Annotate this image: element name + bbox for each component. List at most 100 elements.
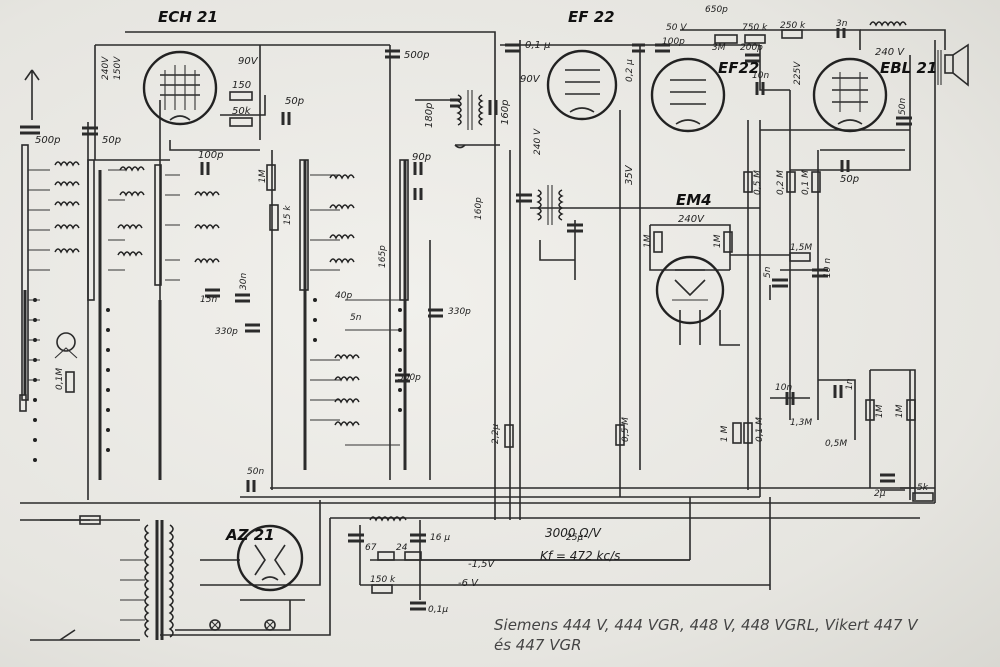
val-r01m: 0,1 M [801, 170, 811, 195]
val-c500p-top: 500p [404, 50, 429, 61]
val-c50n: 50n [898, 98, 908, 115]
val-c3n: 3n [836, 19, 848, 29]
val-c50n-b: 50n [247, 467, 264, 477]
val-r01m-ant: 0,1M [55, 368, 65, 390]
val-c330p-b: 330p [448, 307, 471, 317]
speaker [937, 43, 969, 87]
val-r05m-a: 0,5 M [753, 170, 763, 195]
tube-az21 [236, 524, 304, 592]
band-switch-left [21, 144, 409, 480]
val-c25u: 25μ [566, 533, 583, 543]
val-c100p-b: 100p [662, 37, 685, 47]
val-c500p-b: 500p [398, 373, 421, 383]
if-transformer-2 [536, 185, 564, 225]
val-r15m: 1,5M [790, 243, 812, 253]
antenna-symbol [24, 69, 40, 120]
val-r15k: 15 k [283, 205, 293, 225]
val-v15: -1,5V [468, 559, 496, 570]
power-transformer [59, 520, 276, 641]
tube-em4 [655, 255, 725, 325]
label-ef22-b: EF22 [718, 59, 759, 77]
label-ef22-a: EF 22 [568, 8, 615, 26]
meter-rating: 3000 Ω/V [545, 526, 602, 540]
tube-ech21 [142, 50, 218, 126]
val-v240-ebl: 240 V [875, 47, 905, 58]
val-c15n: 15n [200, 295, 217, 305]
val-r150k: 150 k [370, 575, 396, 585]
label-az21: AZ 21 [225, 526, 275, 544]
val-c50p-mid: 50p [285, 96, 304, 107]
val-r02m: 0,2 M [776, 170, 786, 195]
val-v90-ef: 90V [520, 74, 541, 85]
val-v225: 225V [793, 61, 803, 85]
val-c100p-left: 100p [198, 150, 223, 161]
val-c500p-left: 500p [35, 135, 60, 146]
val-c200p: 200p [740, 43, 763, 53]
val-c16u: 16 μ [430, 533, 450, 543]
val-c2u-b: 2,2μ [491, 424, 501, 444]
val-r1m-d: 1 M [720, 425, 730, 442]
if-frequency: Kf = 472 kc/s [540, 549, 620, 563]
label-em4: EM4 [676, 191, 712, 209]
val-r1m-b: 1M [875, 404, 885, 418]
val-v240-em: 240V [678, 214, 705, 225]
caption-line-2: és 447 VGR [494, 636, 582, 654]
val-c40p: 40p [335, 291, 352, 301]
resistors [19, 29, 934, 594]
val-c90p: 90p [412, 152, 431, 163]
val-r05m-c: 0,5 M [621, 417, 631, 442]
val-c50p-left: 50p [102, 135, 121, 146]
val-c02u: 0,2 μ [625, 59, 635, 82]
val-v240-ech: 240V [101, 56, 111, 80]
val-c01u: 0,1 μ [525, 40, 550, 51]
val-c180p-b: 160p [500, 100, 511, 125]
val-c50v: 50 V [666, 23, 687, 33]
val-r05m-b: 0,5M [825, 439, 847, 449]
capacitors [20, 28, 912, 611]
val-c330p-a: 330p [215, 327, 238, 337]
val-r13m: 1,3M [790, 418, 812, 428]
val-c10n-a: 10n [752, 71, 769, 81]
val-r5k: 5k [917, 483, 929, 493]
val-c30n: 30n [239, 273, 249, 290]
val-r1m-c: 1M [895, 404, 905, 418]
val-c5n-a: 5n [763, 266, 773, 278]
val-c180p-c: 160p [474, 197, 484, 220]
val-r67: 67 [365, 543, 377, 553]
val-c650p: 650p [705, 5, 728, 15]
label-ebl21: EBL 21 [880, 59, 937, 77]
val-r3m: 3M [712, 43, 726, 53]
val-r1m-em1: 1M [643, 234, 653, 248]
val-c50p-b: 50p [840, 174, 859, 185]
label-ech21: ECH 21 [158, 8, 218, 26]
val-v240-ef: 240 V [533, 128, 543, 155]
val-r24: 24 [396, 543, 408, 553]
val-c10n-b: 10 n [823, 258, 833, 278]
val-c165p: 165p [378, 245, 388, 268]
val-r50k: 50k [232, 106, 252, 117]
val-r250k: 250 k [780, 21, 806, 31]
caption-line-1: Siemens 444 V, 444 VGR, 448 V, 448 VGRL,… [494, 616, 919, 634]
val-r1m-em2: 1M [713, 234, 723, 248]
tuning-indicator [54, 332, 78, 359]
component-labels: 500p 500p 50p 50p 100p 150 50k 240V 150V… [35, 5, 929, 615]
tube-ef22-b [650, 57, 726, 133]
val-v6: -6 V [458, 578, 479, 589]
val-v35: 35V [624, 164, 635, 185]
val-v90-ech: 90V [238, 56, 259, 67]
val-c10n-c: 10n [775, 383, 792, 393]
tube-ebl21 [812, 57, 888, 133]
val-c180p-a: 180p [424, 103, 435, 128]
val-r150: 150 [232, 80, 251, 91]
val-r01m-b: 0,1 M [755, 417, 765, 442]
val-c5n-b: 5n [350, 313, 362, 323]
val-c01u-b: 0,1μ [428, 605, 448, 615]
val-c2u: 2μ [874, 489, 886, 499]
val-r1m-a: 1M [258, 169, 268, 183]
val-c1n: 1n [845, 378, 855, 390]
tube-ef22-a [546, 49, 618, 121]
if-transformer-1 [454, 90, 484, 149]
